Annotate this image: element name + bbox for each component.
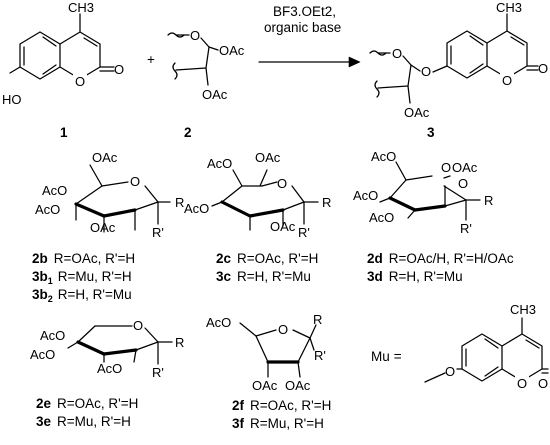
acetate-label: OAc (252, 378, 278, 393)
acetate-label: OAc (90, 220, 116, 235)
compound-2-label: 2 (184, 125, 192, 140)
glucose-ring-structure (74, 164, 171, 233)
xylose-ring-structure (67, 325, 173, 365)
methyl-label: CH3 (68, 0, 94, 15)
anomeric-r-prime-label: R' (152, 225, 164, 240)
plus-sign: + (147, 52, 155, 67)
ring-oxygen-label: O (278, 322, 288, 337)
acetate-label: AcO (371, 149, 396, 164)
anomeric-r-prime-label: R' (314, 348, 326, 363)
compound-3-structure (369, 13, 539, 104)
methyl-label: CH3 (496, 0, 522, 15)
acetate-label: AcO (40, 328, 65, 343)
ring-oxygen-label: O (75, 74, 85, 89)
anomeric-r-label: R (322, 195, 331, 210)
anomeric-r-prime-label: R' (460, 221, 472, 236)
ring-oxygen-label: O (130, 174, 140, 189)
ring-oxygen-label: O (133, 318, 143, 333)
acetate-label: OAc (404, 105, 430, 120)
reagent-text: organic base (264, 20, 341, 35)
ring-oxygen-label: O (502, 73, 512, 88)
anomeric-r-label: R (484, 193, 493, 208)
acetate-label: OAc (219, 43, 245, 58)
anomeric-r-prime-label: R' (298, 225, 310, 240)
acetate-label: OAc (92, 150, 118, 165)
acetate-label: AcO (42, 183, 67, 198)
acetate-label: AcO (206, 315, 231, 330)
methylumbelliferyl-structure (424, 317, 549, 389)
anomeric-r-label: R (313, 312, 322, 327)
hydroxy-label: HO (2, 92, 22, 107)
anomeric-r-prime-label: R' (152, 365, 164, 380)
compound-3-label: 3 (427, 125, 435, 140)
acetate-label: OAc (452, 160, 478, 175)
anomeric-r-label: R (175, 195, 184, 210)
anomeric-r-label: R (175, 335, 184, 350)
reagent-text: BF3.OEt2, (273, 4, 336, 19)
reaction-arrow (258, 56, 361, 68)
glycosidic-oxygen: O (190, 28, 200, 43)
acetate-label: AcO (97, 361, 122, 376)
compound-1-label: 1 (60, 125, 68, 140)
ring-oxygen-label: O (517, 376, 527, 391)
ribofuranose-ring-structure (239, 322, 317, 378)
acetate-label: AcO (35, 202, 60, 217)
carbonyl-oxygen-label: O (538, 376, 548, 391)
acetate-label: AcO (369, 210, 394, 225)
acetate-label: OAc (202, 87, 228, 102)
galactose-ring-structure (211, 169, 319, 231)
carbonyl-oxygen-label: O (114, 62, 124, 77)
ring-oxygen-label: O (277, 176, 287, 191)
ring-oxygen-label: O (441, 160, 451, 175)
acetate-label: OAc (270, 219, 296, 234)
carbonyl-oxygen-label: O (538, 61, 548, 76)
acetate-label: AcO (353, 188, 378, 203)
ether-oxygen-label: O (445, 364, 455, 379)
acetate-label: AcO (30, 347, 55, 362)
compound-2-structure (167, 32, 219, 86)
acetate-label: AcO (207, 156, 232, 171)
methyl-label: CH3 (510, 302, 536, 317)
glycosidic-oxygen: O (392, 46, 402, 61)
aryl-ether-oxygen: O (421, 64, 431, 79)
ring-oxygen-label: O (458, 176, 468, 191)
mannose-ring-structure (379, 161, 481, 221)
acetate-label: AcO (184, 201, 209, 216)
acetate-label: OAc (255, 150, 281, 165)
mu-definition-label: Mu= (371, 349, 402, 364)
acetate-label: OAc (285, 378, 311, 393)
compound-1-structure (9, 13, 115, 87)
